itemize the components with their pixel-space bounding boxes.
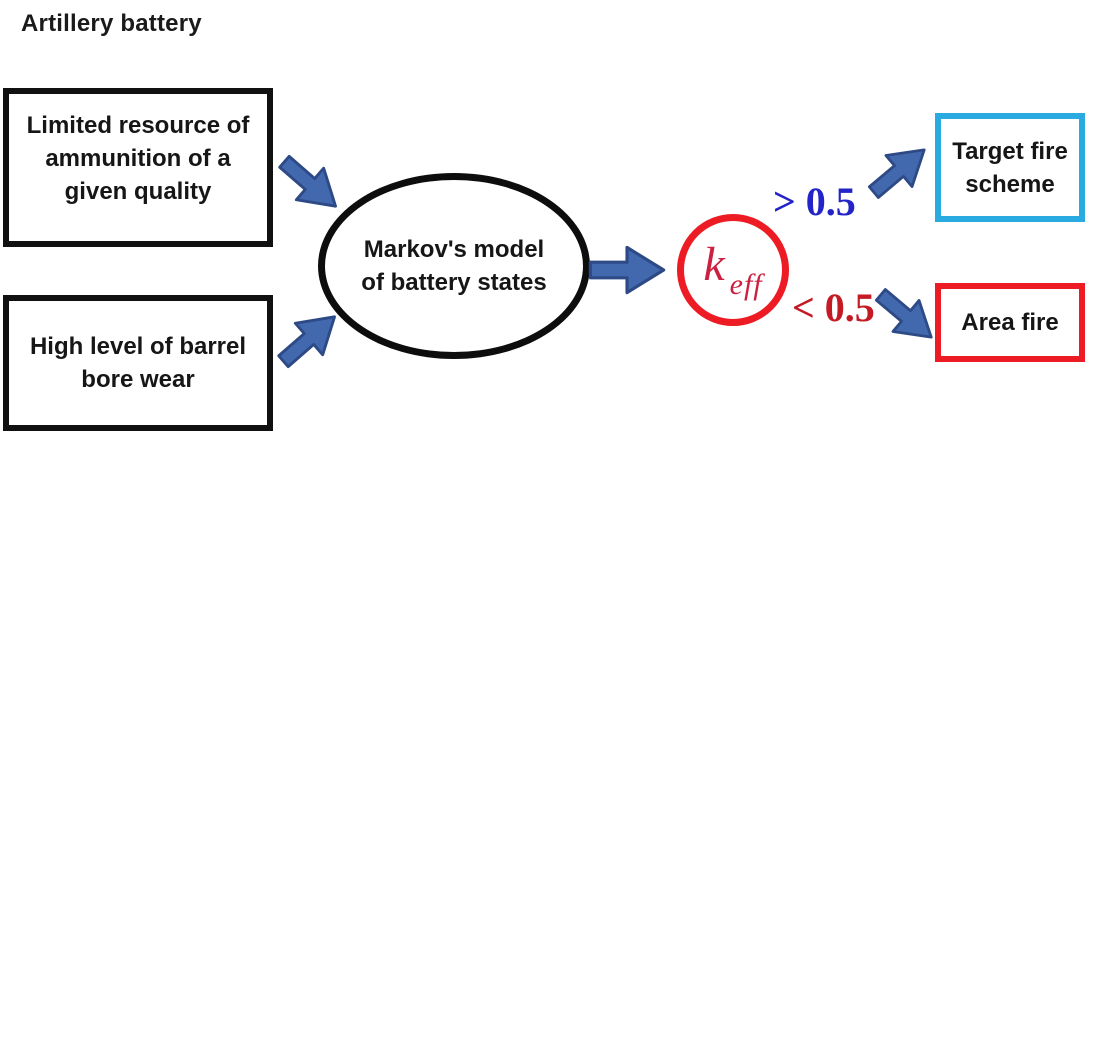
node-limited-ammunition: Limited resource of ammunition of a give… [3,88,273,247]
arrow-keff-to-target-icon [867,148,926,199]
node-label-line: scheme [965,170,1055,198]
diagram-title: Artillery battery [21,10,202,37]
node-label-line: Area fire [961,309,1059,336]
node-area-fire: Area fire [935,283,1085,362]
node-label-line: of battery states [361,269,547,296]
node-label-line: Target fire [952,137,1068,165]
arrow-ammunition-to-model-icon [278,154,337,208]
node-label-line: given quality [64,178,212,205]
threshold-greater-label: > 0.5 [773,179,856,224]
node-markov-model: Markov's model of battery states [318,173,590,359]
keff-symbol: k [703,237,725,291]
keff-subscript: eff [729,267,763,301]
arrow-model-to-keff-icon [588,245,666,295]
node-label-line: Limited resource of [26,112,250,139]
node-label-line: bore wear [81,366,195,393]
node-label-line: ammunition of a [45,145,231,172]
node-label-line: Markov's model [363,236,545,263]
node-barrel-wear: High level of barrel bore wear [3,295,273,431]
node-target-fire-scheme: Target fire scheme [935,113,1085,222]
arrow-barrel-to-model-icon [277,315,336,369]
arrow-keff-to-area-icon [874,288,933,339]
threshold-less-label: < 0.5 [792,285,875,330]
node-label-line: High level of barrel [29,333,247,360]
node-keff: k eff [677,214,789,326]
